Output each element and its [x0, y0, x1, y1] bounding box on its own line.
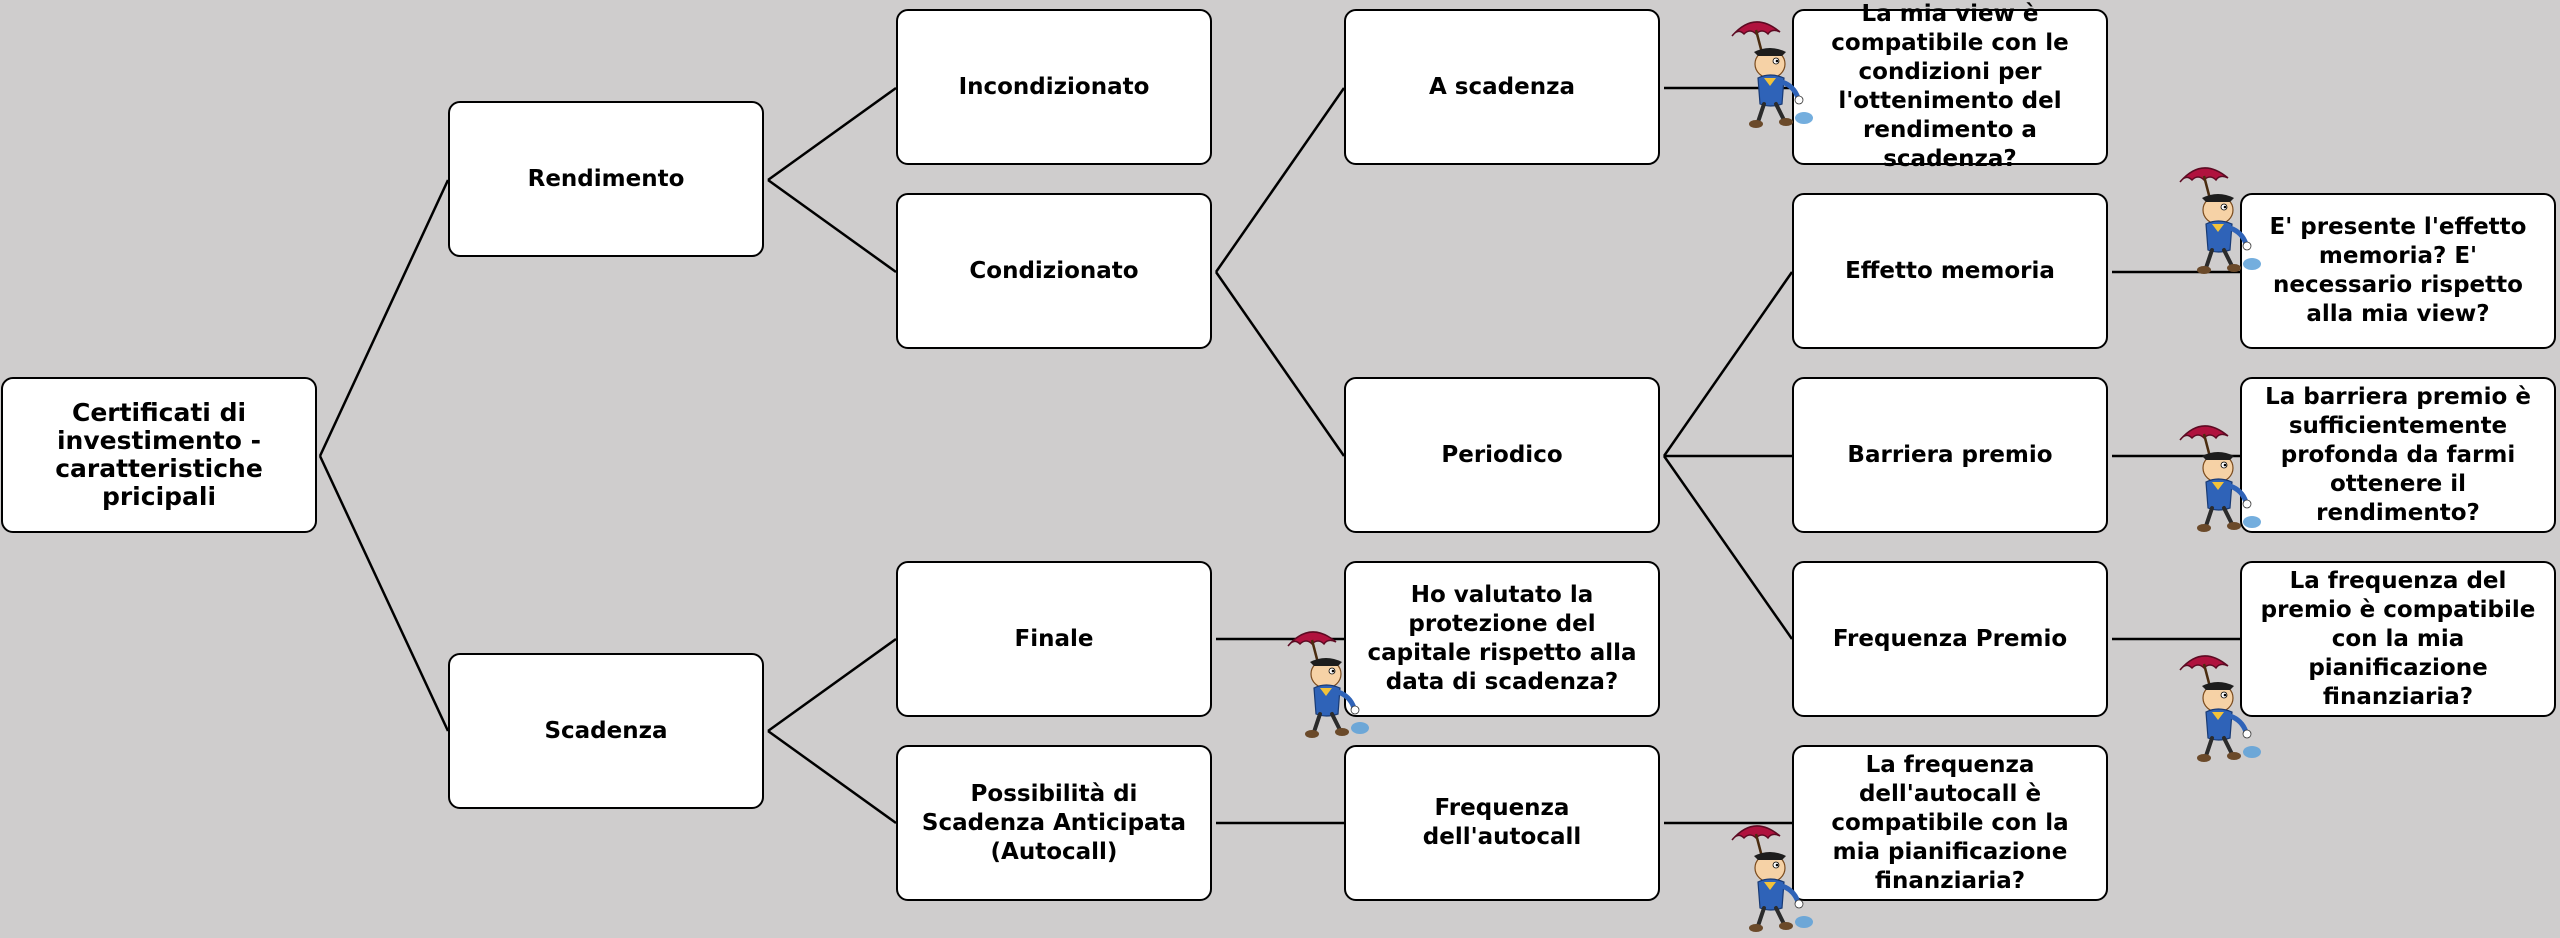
- node-incondizionato: Incondizionato: [896, 9, 1212, 165]
- node-rendimento: Rendimento: [448, 101, 764, 257]
- node-frequenza-autocall: Frequenza dell'autocall: [1344, 745, 1660, 901]
- umbrella-cricket-icon: [2172, 418, 2268, 538]
- umbrella-cricket-icon: [1724, 14, 1820, 134]
- node-a-scadenza: A scadenza: [1344, 9, 1660, 165]
- node-label: Scadenza: [544, 717, 668, 744]
- node-autocall: Possibilità di Scadenza Anticipata (Auto…: [896, 745, 1212, 901]
- node-barriera-question: La barriera premio è sufficientemente pr…: [2240, 377, 2556, 533]
- node-autocall-question: La frequenza dell'autocall è compatibile…: [1792, 745, 2108, 901]
- node-frequenza-premio: Frequenza Premio: [1792, 561, 2108, 717]
- node-label: Condizionato: [969, 257, 1139, 284]
- node-label: E' presente l'effetto memoria? E' necess…: [2269, 214, 2527, 327]
- node-label: Periodico: [1441, 441, 1563, 468]
- node-label: La barriera premio è sufficientemente pr…: [2265, 383, 2531, 526]
- node-label: Ho valutato la protezione del capitale r…: [1367, 582, 1637, 695]
- node-periodico: Periodico: [1344, 377, 1660, 533]
- umbrella-cricket-icon: [2172, 648, 2268, 768]
- node-finale: Finale: [896, 561, 1212, 717]
- node-effetto-memoria: Effetto memoria: [1792, 193, 2108, 349]
- node-view-question: La mia view è compatibile con le condizi…: [1792, 1, 2108, 172]
- node-label: La frequenza dell'autocall è compatibile…: [1831, 751, 2069, 894]
- node-label: Finale: [1014, 625, 1094, 652]
- node-label: A scadenza: [1429, 73, 1575, 100]
- node-memoria-question: E' presente l'effetto memoria? E' necess…: [2240, 193, 2556, 349]
- umbrella-cricket-icon: [1724, 818, 1820, 938]
- node-root: Certificati di investimento - caratteris…: [1, 377, 317, 533]
- node-label: Effetto memoria: [1845, 257, 2055, 284]
- node-label: Incondizionato: [958, 73, 1150, 100]
- node-label: La frequenza del premio è compatibile co…: [2260, 567, 2536, 710]
- node-label: Certificati di investimento - caratteris…: [55, 398, 263, 511]
- node-frequenza-question: La frequenza del premio è compatibile co…: [2240, 561, 2556, 717]
- node-label: La mia view è compatibile con le condizi…: [1831, 1, 2069, 172]
- node-condizionato: Condizionato: [896, 193, 1212, 349]
- umbrella-cricket-icon: [1280, 624, 1376, 744]
- node-label: Barriera premio: [1847, 441, 2053, 468]
- node-label: Frequenza dell'autocall: [1422, 795, 1582, 850]
- umbrella-cricket-icon: [2172, 160, 2268, 280]
- node-label: Rendimento: [527, 165, 685, 192]
- node-label: Frequenza Premio: [1832, 625, 2068, 652]
- node-label: Possibilità di Scadenza Anticipata (Auto…: [921, 780, 1187, 865]
- node-scadenza: Scadenza: [448, 653, 764, 809]
- node-barriera-premio: Barriera premio: [1792, 377, 2108, 533]
- node-protezione-question: Ho valutato la protezione del capitale r…: [1344, 561, 1660, 717]
